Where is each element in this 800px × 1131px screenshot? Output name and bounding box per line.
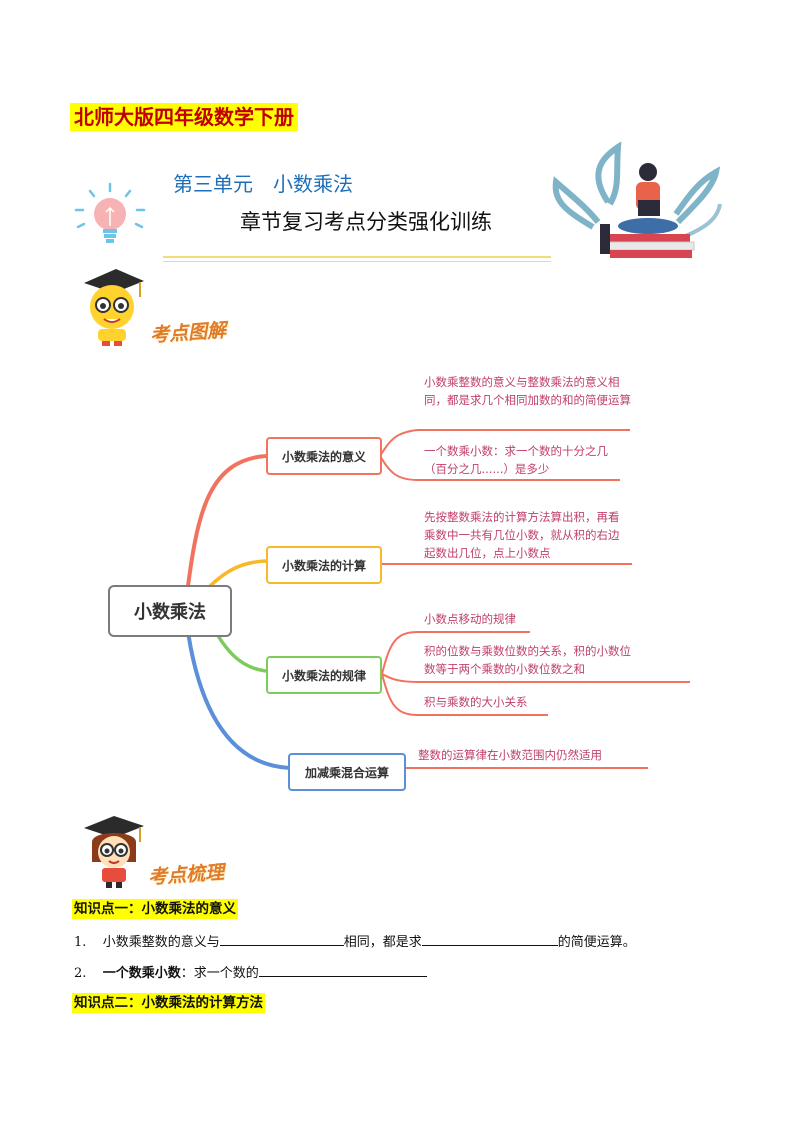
- answer-blank[interactable]: [258, 962, 427, 977]
- knowledge-point-2-title: 知识点二：小数乘法的计算方法: [72, 993, 265, 1013]
- unit-subtitle: 章节复习考点分类强化训练: [240, 210, 492, 234]
- question-number: 2.: [74, 966, 87, 981]
- book-title: 北师大版四年级数学下册: [70, 103, 298, 131]
- mindmap-leaf: 积的位数与乘数位数的关系，积的小数位数等于两个乘数的小数位数之和: [424, 644, 631, 676]
- mindmap-root: 小数乘法: [108, 585, 232, 637]
- mindmap-leaf: 小数点移动的规律: [424, 612, 516, 626]
- unit-title: 第三单元 小数乘法: [173, 172, 353, 196]
- mindmap-branch-calculation: 小数乘法的计算: [266, 546, 382, 584]
- reading-person-illustration: [548, 141, 723, 260]
- mindmap-leaf: 积与乘数的大小关系: [424, 695, 528, 709]
- mindmap-leaf: 先按整数乘法的计算方法算出积，再看乘数中一共有几位小数，就从积的右边起数出几位，…: [424, 510, 620, 560]
- mindmap-leaf: 小数乘整数的意义与整数乘法的意义相同，都是求几个相同加数的和的简便运算: [424, 375, 631, 407]
- lightbulb-icon: [68, 182, 152, 250]
- mascot-boy-icon: [76, 265, 148, 347]
- mindmap-branch-mixed-operations: 加减乘混合运算: [288, 753, 406, 791]
- question-2: 2. 一个数乘小数：求一个数的: [74, 962, 427, 984]
- knowledge-point-1-title: 知识点一：小数乘法的意义: [72, 899, 238, 919]
- question-number: 1.: [74, 935, 87, 950]
- mindmap-leaf: 整数的运算律在小数范围内仍然适用: [418, 748, 602, 762]
- mindmap-branch-meaning: 小数乘法的意义: [266, 437, 382, 475]
- mindmap-branch-rules: 小数乘法的规律: [266, 656, 382, 694]
- mindmap-connectors: [186, 429, 690, 770]
- answer-blank[interactable]: [421, 931, 558, 946]
- answer-blank[interactable]: [219, 931, 344, 946]
- title-divider-2: [163, 261, 551, 262]
- title-divider: [163, 256, 551, 258]
- section-label-review: 考点梳理: [147, 861, 225, 889]
- mindmap-leaf: 一个数乘小数：求一个数的十分之几（百分之几......）是多少: [424, 444, 608, 476]
- question-1: 1. 小数乘整数的意义与相同，都是求的简便运算。: [74, 931, 636, 953]
- section-label-map: 考点图解: [149, 319, 227, 347]
- mascot-girl-icon: [78, 812, 148, 890]
